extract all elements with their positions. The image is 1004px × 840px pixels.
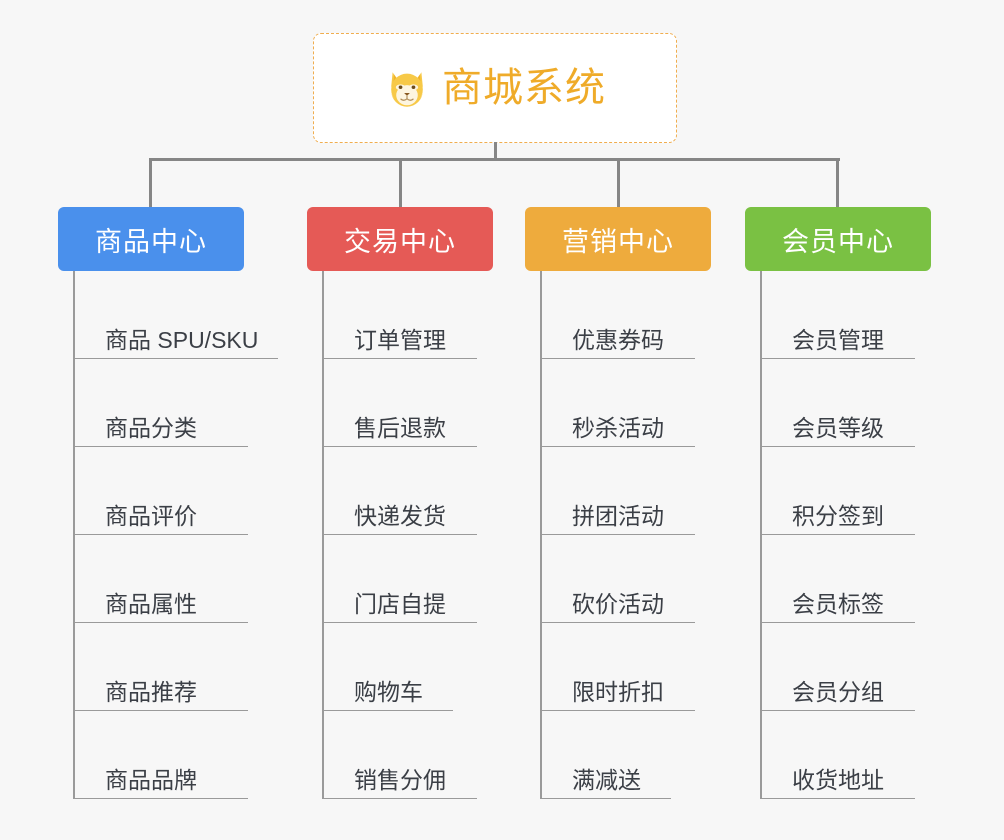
leaf-spine [760, 271, 762, 799]
leaf-spine [73, 271, 75, 799]
leaf-spine [540, 271, 542, 799]
leaf-item[interactable]: 商品推荐 [73, 623, 248, 711]
leaf-item[interactable]: 销售分佣 [322, 711, 477, 799]
connector-drop-2 [399, 158, 402, 208]
leaf-item-label: 积分签到 [792, 502, 884, 529]
connector-drop-3 [617, 158, 620, 208]
leaf-column-marketing-center: 优惠券码 秒杀活动 拼团活动 砍价活动 限时折扣 满减送 [540, 271, 770, 799]
leaf-item[interactable]: 优惠券码 [540, 271, 695, 359]
branch-label: 营销中心 [562, 226, 674, 257]
connector-drop-1 [149, 158, 152, 208]
leaf-column-member-center: 会员管理 会员等级 积分签到 会员标签 会员分组 收货地址 [760, 271, 990, 799]
root-title: 商城系统 [442, 66, 606, 110]
leaf-item-label: 会员管理 [792, 326, 884, 353]
leaf-item-label: 收货地址 [792, 766, 884, 793]
leaf-item-label: 会员等级 [792, 414, 884, 441]
leaf-item[interactable]: 积分签到 [760, 447, 915, 535]
leaf-item-label: 购物车 [354, 678, 423, 705]
leaf-item-label: 会员分组 [792, 678, 884, 705]
leaf-item[interactable]: 拼团活动 [540, 447, 695, 535]
leaf-item[interactable]: 商品分类 [73, 359, 248, 447]
leaf-column-trade-center: 订单管理 售后退款 快递发货 门店自提 购物车 销售分佣 [322, 271, 552, 799]
leaf-item-label: 商品 SPU/SKU [105, 326, 259, 353]
branch-header-marketing-center[interactable]: 营销中心 [525, 207, 711, 271]
leaf-item[interactable]: 售后退款 [322, 359, 477, 447]
leaf-item[interactable]: 秒杀活动 [540, 359, 695, 447]
leaf-item-label: 优惠券码 [572, 326, 664, 353]
leaf-item-label: 商品分类 [105, 414, 197, 441]
leaf-item-label: 会员标签 [792, 590, 884, 617]
leaf-item-label: 限时折扣 [572, 678, 664, 705]
leaf-item-label: 拼团活动 [572, 502, 664, 529]
leaf-item-label: 商品属性 [105, 590, 197, 617]
connector-drop-4 [836, 158, 839, 208]
shiba-dog-icon [391, 72, 423, 107]
branch-header-product-center[interactable]: 商品中心 [58, 207, 244, 271]
connector-horizontal-bar [150, 158, 840, 161]
leaf-item[interactable]: 满减送 [540, 711, 671, 799]
leaf-item-label: 商品推荐 [105, 678, 197, 705]
connector-root-stub [494, 142, 497, 161]
leaf-item[interactable]: 商品属性 [73, 535, 248, 623]
leaf-item[interactable]: 收货地址 [760, 711, 915, 799]
leaf-item[interactable]: 砍价活动 [540, 535, 695, 623]
leaf-item-label: 售后退款 [354, 414, 446, 441]
leaf-item[interactable]: 会员管理 [760, 271, 915, 359]
leaf-item[interactable]: 会员分组 [760, 623, 915, 711]
leaf-item[interactable]: 会员等级 [760, 359, 915, 447]
branch-header-trade-center[interactable]: 交易中心 [307, 207, 493, 271]
branch-label: 商品中心 [95, 226, 207, 257]
leaf-spine [322, 271, 324, 799]
root-node[interactable]: 商城系统 [313, 33, 677, 143]
leaf-item[interactable]: 购物车 [322, 623, 453, 711]
leaf-item[interactable]: 订单管理 [322, 271, 477, 359]
branch-label: 会员中心 [782, 226, 894, 257]
branch-header-member-center[interactable]: 会员中心 [745, 207, 931, 271]
leaf-item-label: 销售分佣 [354, 766, 446, 793]
leaf-item-label: 秒杀活动 [572, 414, 664, 441]
leaf-item-label: 商品品牌 [105, 766, 197, 793]
leaf-item[interactable]: 快递发货 [322, 447, 477, 535]
leaf-item[interactable]: 会员标签 [760, 535, 915, 623]
leaf-item[interactable]: 门店自提 [322, 535, 477, 623]
branch-label: 交易中心 [344, 226, 456, 257]
leaf-item[interactable]: 商品品牌 [73, 711, 248, 799]
leaf-item-label: 快递发货 [354, 502, 446, 529]
leaf-item[interactable]: 限时折扣 [540, 623, 695, 711]
leaf-item-label: 商品评价 [105, 502, 197, 529]
leaf-item-label: 订单管理 [354, 326, 446, 353]
leaf-column-product-center: 商品 SPU/SKU 商品分类 商品评价 商品属性 商品推荐 商品品牌 [73, 271, 303, 799]
leaf-item[interactable]: 商品 SPU/SKU [73, 271, 278, 359]
leaf-item-label: 满减送 [572, 766, 641, 793]
leaf-item-label: 砍价活动 [572, 590, 664, 617]
leaf-item[interactable]: 商品评价 [73, 447, 248, 535]
leaf-item-label: 门店自提 [354, 590, 446, 617]
